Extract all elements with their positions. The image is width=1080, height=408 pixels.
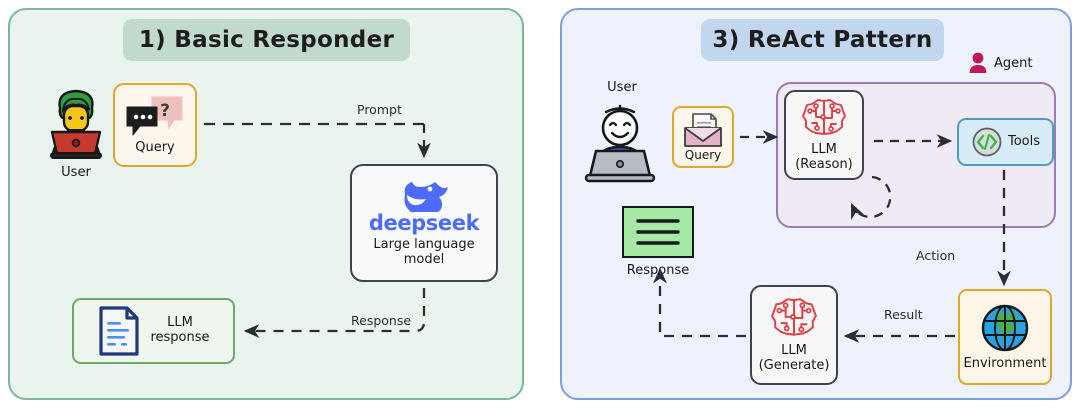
query-label: Query [684,147,722,162]
chat-bubbles-question-icon: ? [126,96,183,136]
circuit-brain-icon [802,99,846,136]
person-icon [969,52,987,73]
query-node-basic: ? Query [113,83,197,167]
globe-icon [981,305,1029,352]
user-label: User [61,165,91,180]
panel-basic-title: 1) Basic Responder [123,19,410,61]
circuit-brain-icon [771,298,817,337]
edge-label-result: Result [884,307,923,322]
llm-response-node: LLM response [72,298,235,364]
stick-figure-with-laptop-icon [580,96,662,186]
deepseek-llm-node: deepseek Large language model [350,164,498,282]
user-with-laptop-icon [40,86,112,160]
user-label: User [607,80,637,95]
tools-node: Tools [957,118,1054,166]
llm-generate-node: LLM (Generate) [750,285,838,385]
agent-marker: Agent [968,52,1032,74]
query-label: Query [135,140,175,156]
llm-reason-label: LLM (Reason) [795,142,853,172]
environment-node: Environment [958,289,1052,385]
deepseek-subtitle: Large language model [373,237,475,267]
deepseek-wordmark: deepseek [368,211,480,236]
edge-label-action: Action [916,248,956,263]
document-lines-icon [636,219,680,245]
response-label: Response [626,263,690,278]
environment-label: Environment [963,356,1047,372]
response-node-react [622,206,694,258]
llm-response-label: LLM response [150,315,210,345]
query-node-react: Query [672,106,734,168]
deepseek-whale-icon [404,182,448,213]
agent-label: Agent [994,55,1033,71]
code-brackets-icon [972,127,1002,157]
edge-label-prompt: Prompt [357,102,402,117]
llm-generate-label: LLM (Generate) [758,343,830,373]
envelope-document-icon [684,112,722,147]
document-icon [99,306,140,356]
tools-label: Tools [1007,133,1041,149]
edge-label-response: Response [351,313,412,328]
panel-react-title: 3) ReAct Pattern [701,19,944,61]
llm-reason-node: LLM (Reason) [784,90,864,180]
svg-text:?: ? [160,101,170,121]
